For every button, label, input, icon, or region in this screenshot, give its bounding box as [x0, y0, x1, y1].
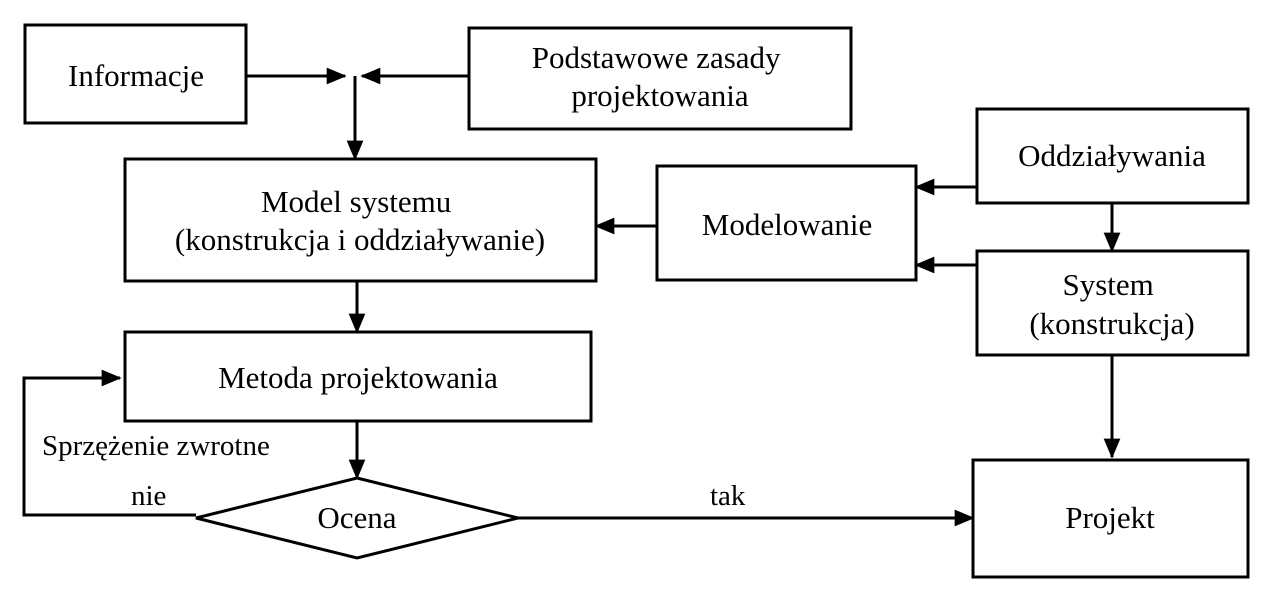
zasady-label-line-2: projektowania	[571, 78, 749, 113]
zasady-label-line-1: Podstawowe zasady	[532, 40, 781, 75]
feedback-label: Sprzężenie zwrotne	[42, 430, 270, 462]
projekt-box	[971, 458, 1250, 579]
metoda-label: Metoda projektowania	[218, 360, 498, 395]
zasady-box	[467, 26, 853, 131]
no-label: nie	[131, 480, 166, 512]
informacje-label: Informacje	[68, 58, 204, 93]
ocena-label: Ocena	[317, 500, 396, 535]
ocena-decision-diamond	[195, 476, 519, 560]
model-label-line-1: Model systemu	[261, 184, 451, 219]
svg-text:Model systemu (konstrukc: Model systemu (konstrukcja i oddziaływan…	[175, 184, 545, 257]
oddzialywania-label: Oddziaływania	[1018, 138, 1206, 173]
modelowanie-label: Modelowanie	[702, 207, 872, 242]
nodes: Informacje Podstawowe zasady projektowan…	[23, 23, 1250, 579]
model-box	[123, 157, 598, 283]
model-label-line-2: (konstrukcja i oddziaływanie)	[175, 222, 545, 257]
edges	[22, 67, 1121, 527]
system-box	[975, 249, 1250, 357]
svg-text:Ocena: Ocena	[317, 500, 396, 535]
modelowanie-box	[655, 164, 918, 282]
metoda-box	[123, 330, 593, 423]
svg-text:Informacje: Informacje	[68, 58, 204, 93]
system-label-line-2: (konstrukcja)	[1029, 306, 1194, 341]
informacje-box	[23, 23, 248, 125]
projekt-label: Projekt	[1065, 500, 1155, 535]
yes-label: tak	[710, 480, 746, 512]
system-label-line-1: System	[1062, 267, 1153, 302]
edge-labels: Sprzężenie zwrotne nie tak	[42, 430, 746, 512]
svg-text:Oddziaływania: Oddziaływania	[1018, 138, 1206, 173]
svg-text:Metoda projektowania: Metoda projektowania	[218, 360, 498, 395]
svg-text:System (konstrukcja): System (konstrukcja)	[1029, 267, 1194, 341]
svg-text:Modelowanie: Modelowanie	[702, 207, 872, 242]
edge-ocena-feedback-no	[22, 369, 196, 517]
oddzialywania-box	[975, 107, 1250, 205]
svg-text:Projekt: Projekt	[1065, 500, 1155, 535]
svg-text:Podstawowe zasady projek: Podstawowe zasady projektowania	[532, 40, 789, 113]
